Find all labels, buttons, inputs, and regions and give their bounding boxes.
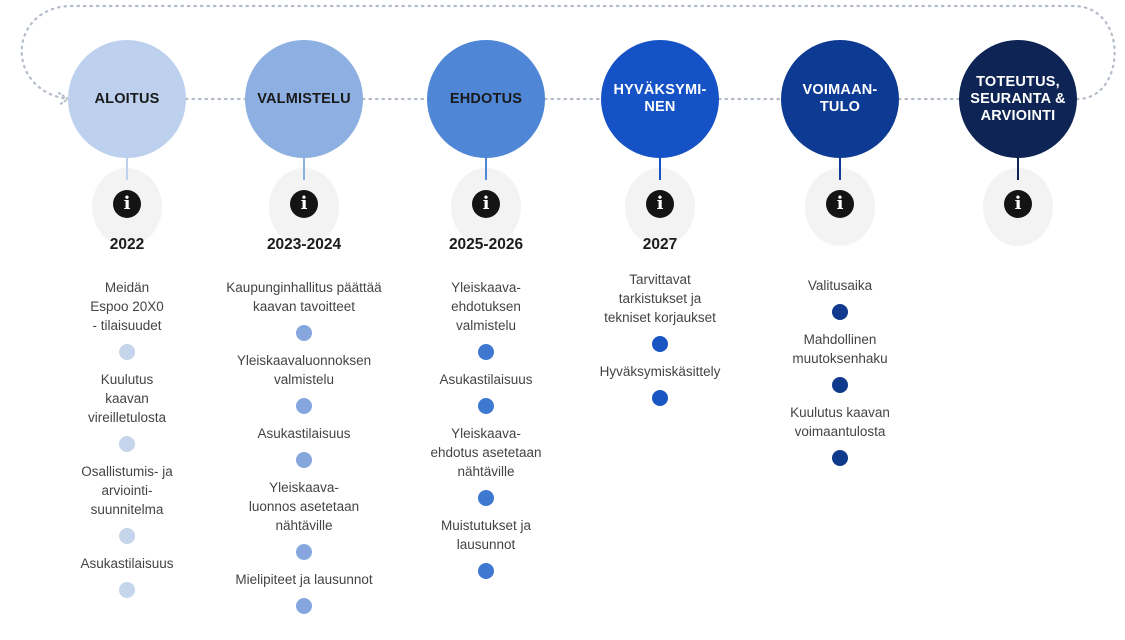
stage-year: 2027 <box>642 236 678 253</box>
step-list: Tarvittavat tarkistukset ja tekniset kor… <box>560 270 760 416</box>
stage-stem <box>303 156 305 180</box>
step-dot <box>478 398 494 414</box>
step-label: Asukastilaisuus <box>257 426 351 441</box>
step-dot <box>652 390 668 406</box>
step-dot <box>296 398 312 414</box>
stage-title: VOIMAAN- TULO <box>802 82 878 115</box>
stage-circle-voimaantulo: VOIMAAN- TULO <box>781 40 899 158</box>
stage-stem <box>485 156 487 180</box>
step-dot <box>119 344 135 360</box>
step-dot <box>119 528 135 544</box>
loop-back-connector <box>20 4 1116 101</box>
step-dot <box>296 598 312 614</box>
step-dot <box>652 336 668 352</box>
step-dot <box>119 436 135 452</box>
stage-circle-hyvaksyminen: HYVÄKSYMI- NEN <box>601 40 719 158</box>
stage-circle-toteutus: TOTEUTUS, SEURANTA & ARVIOINTI <box>959 40 1077 158</box>
info-icon[interactable]: i <box>646 190 674 218</box>
step-label: Yleiskaava- ehdotus asetetaan nähtäville <box>430 426 542 479</box>
step-dot <box>119 582 135 598</box>
info-icon[interactable]: i <box>472 190 500 218</box>
step-label: Osallistumis- ja arviointi- suunnitelma <box>81 464 173 517</box>
step-dot <box>832 304 848 320</box>
stage-column-toteutus: TOTEUTUS, SEURANTA & ARVIOINTI i <box>918 0 1118 640</box>
step-label: Mielipiteet ja lausunnot <box>235 572 373 587</box>
stage-title: EHDOTUS <box>449 90 523 107</box>
step-label: Mahdollinen muutoksenhaku <box>792 332 888 366</box>
step-label: Valitusaika <box>807 278 873 293</box>
stage-title: HYVÄKSYMI- NEN <box>613 82 707 115</box>
step-label: Tarvittavat tarkistukset ja tekniset kor… <box>604 272 716 325</box>
step-label: Meidän Espoo 20X0 - tilaisuudet <box>90 280 164 333</box>
stage-stem <box>126 156 128 180</box>
step-label: Kaupunginhallitus päättää kaavan tavoitt… <box>226 280 382 314</box>
info-icon[interactable]: i <box>1004 190 1032 218</box>
step-label: Yleiskaava- luonnos asetetaan nähtäville <box>248 480 360 533</box>
stage-year: 2022 <box>109 236 145 253</box>
stage-year: 2023-2024 <box>266 236 342 253</box>
step-list: Kaupunginhallitus päättää kaavan tavoitt… <box>204 278 404 624</box>
step-label: Yleiskaavaluonnoksen valmistelu <box>236 353 372 387</box>
step-label: Kuulutus kaavan vireilletulosta <box>87 372 167 425</box>
step-dot <box>296 452 312 468</box>
step-dot <box>478 344 494 360</box>
stage-title: TOTEUTUS, SEURANTA & ARVIOINTI <box>970 73 1066 124</box>
step-dot <box>478 563 494 579</box>
step-dot <box>478 490 494 506</box>
step-label: Yleiskaava- ehdotuksen valmistelu <box>451 280 521 333</box>
step-label: Asukastilaisuus <box>439 372 533 387</box>
stage-circle-valmistelu: VALMISTELU <box>245 40 363 158</box>
stage-title: ALOITUS <box>94 90 160 107</box>
stage-stem <box>659 156 661 180</box>
info-icon[interactable]: i <box>113 190 141 218</box>
step-label: Kuulutus kaavan voimaantulosta <box>790 405 890 439</box>
step-label: Muistutukset ja lausunnot <box>440 518 532 552</box>
step-dot <box>296 325 312 341</box>
stage-circle-aloitus: ALOITUS <box>68 40 186 158</box>
info-icon[interactable]: i <box>290 190 318 218</box>
step-dot <box>296 544 312 560</box>
step-label: Hyväksymiskäsittely <box>599 364 721 379</box>
step-dot <box>832 450 848 466</box>
stage-year: 2025-2026 <box>448 236 524 253</box>
stage-stem <box>839 156 841 180</box>
info-icon[interactable]: i <box>826 190 854 218</box>
stage-circle-ehdotus: EHDOTUS <box>427 40 545 158</box>
step-dot <box>832 377 848 393</box>
step-label: Asukastilaisuus <box>80 556 174 571</box>
stage-stem <box>1017 156 1019 180</box>
stage-title: VALMISTELU <box>257 90 351 107</box>
